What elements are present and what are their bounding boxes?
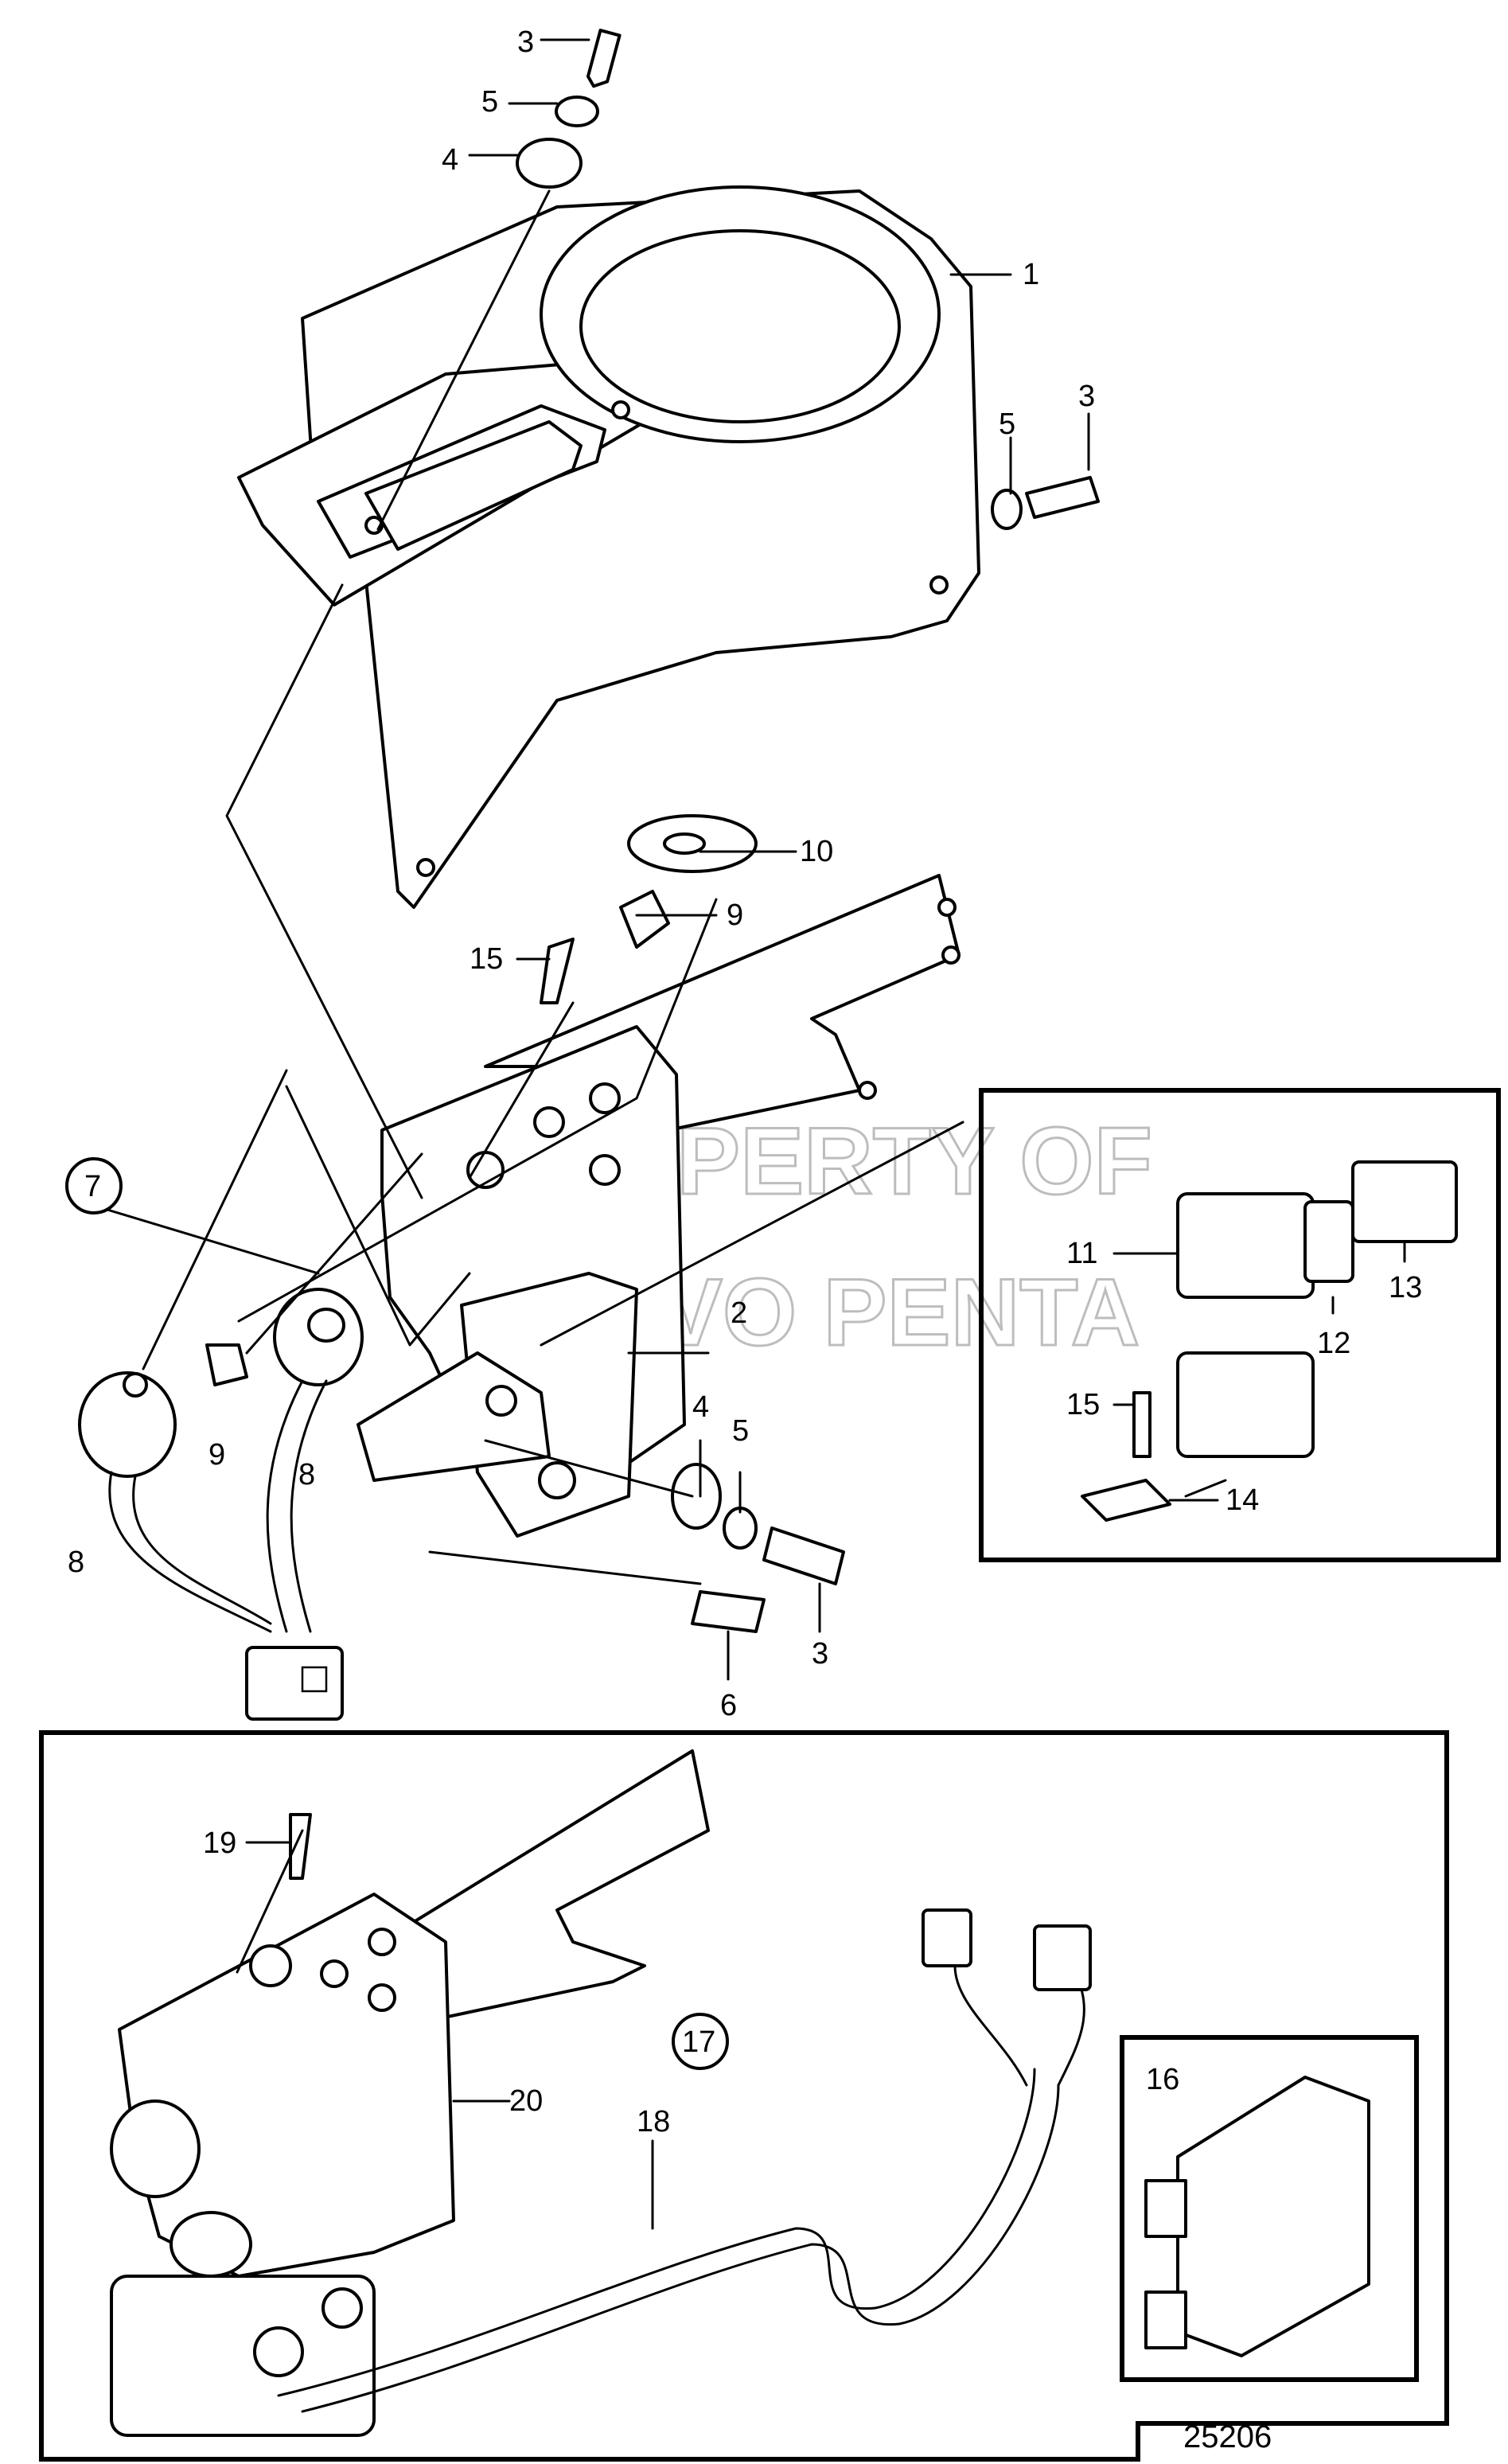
callout-4-mid: 4 bbox=[692, 1390, 709, 1424]
drawing-number: 25206 bbox=[1183, 2419, 1272, 2454]
fasteners bbox=[516, 29, 1100, 1633]
callout-1: 1 bbox=[1023, 258, 1039, 291]
callout-2: 2 bbox=[731, 1296, 747, 1330]
callout-4-top: 4 bbox=[442, 143, 458, 177]
callout-16: 16 bbox=[1146, 2063, 1179, 2096]
callout-3-right: 3 bbox=[1078, 380, 1095, 413]
callout-14: 14 bbox=[1225, 1483, 1259, 1517]
relay-detail-box bbox=[979, 1088, 1501, 1562]
bracket bbox=[357, 874, 961, 1538]
callout-leaders bbox=[245, 38, 1406, 2230]
callout-8-left: 8 bbox=[68, 1546, 84, 1579]
switch-assemblies bbox=[78, 1288, 364, 1721]
callout-5-mid: 5 bbox=[732, 1414, 749, 1448]
callout-19: 19 bbox=[203, 1827, 236, 1860]
callout-3-bottom: 3 bbox=[812, 1637, 828, 1671]
callout-15-top: 15 bbox=[470, 942, 503, 976]
callout-7-circle bbox=[65, 1157, 123, 1214]
callout-10: 10 bbox=[800, 835, 833, 868]
callout-12: 12 bbox=[1317, 1327, 1350, 1360]
console-housing bbox=[237, 185, 980, 909]
callout-13: 13 bbox=[1389, 1271, 1422, 1304]
callout-3-top: 3 bbox=[517, 25, 534, 59]
callout-17-circle bbox=[672, 2013, 729, 2070]
callout-15-box: 15 bbox=[1066, 1388, 1100, 1421]
callout-7: 7 bbox=[84, 1170, 101, 1203]
callout-11: 11 bbox=[1066, 1237, 1097, 1270]
callout-18: 18 bbox=[637, 2105, 670, 2138]
callout-5-right: 5 bbox=[999, 407, 1015, 441]
callout-8-right: 8 bbox=[298, 1458, 315, 1491]
variant-detail-box bbox=[39, 1730, 1449, 2462]
leader-lines bbox=[106, 189, 964, 1585]
callout-20: 20 bbox=[509, 2084, 543, 2118]
callout-9-top: 9 bbox=[727, 899, 743, 932]
callout-labels: 1 2 3 3 3 4 4 5 5 5 6 7 8 8 9 9 10 11 12… bbox=[65, 25, 1422, 2454]
callout-5-top: 5 bbox=[481, 85, 498, 119]
callout-9-left: 9 bbox=[208, 1438, 225, 1472]
callout-6: 6 bbox=[720, 1689, 737, 1722]
callout-17: 17 bbox=[682, 2025, 715, 2059]
